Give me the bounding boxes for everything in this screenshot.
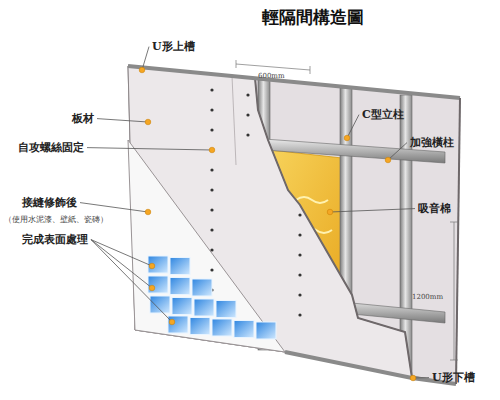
bottom-track [285,352,456,384]
leader-line [330,209,415,212]
tiles [148,256,276,339]
board-seam [232,76,236,165]
tile [170,278,190,295]
screw [210,88,213,91]
screw [210,248,213,251]
top-track [128,66,460,98]
part-label: 板材 [72,112,94,125]
callout-dot [169,319,175,325]
part-label: 自攻螺絲固定 [18,141,84,154]
tile [212,319,232,336]
callout-dot [344,135,350,141]
tile [192,279,212,296]
tile [172,298,192,315]
front-board [128,66,412,378]
screw [210,208,213,211]
board-cut-edge [255,78,412,378]
leader-line [347,115,359,138]
dimension-label: 600mm [258,72,285,80]
callout-dot [145,119,151,125]
screw [246,93,249,96]
screw [210,188,213,191]
tile [170,258,190,275]
tile [256,322,276,339]
note-label: （使用水泥漆、壁紙、瓷磚） [4,215,108,225]
tile [194,299,214,316]
part-label: C型立柱 [362,108,404,121]
screw [210,268,213,271]
tile [190,318,210,335]
screw [210,228,213,231]
screw [298,253,301,256]
part-label: 完成表面處理 [22,233,88,246]
callout-dot [209,147,215,153]
screw [298,293,301,296]
screw [246,133,249,136]
tile [148,276,168,293]
screw [210,128,213,131]
part-label: 加強橫柱 [410,136,454,149]
callout-dot [149,263,155,269]
leader-line [91,240,172,322]
tile [216,301,236,318]
screw [210,168,213,171]
tile [168,316,188,333]
callout-dot [327,209,333,215]
part-label: 吸音棉 [418,202,451,215]
callout-dot [145,209,151,215]
leader-line [80,203,148,212]
leader-line [87,148,212,150]
leader-line [142,47,149,70]
screw [210,108,213,111]
dimension-label: 1200mm [412,293,443,301]
screw [298,213,301,216]
callout-dot [139,67,145,73]
screw [298,233,301,236]
back-board [128,66,460,384]
title: 輕隔間構造圖 [262,6,364,29]
tile [234,321,254,338]
dimension-line [450,222,458,360]
tile [150,296,170,313]
leader-line [91,240,152,266]
screw [298,313,301,316]
part-label: 接縫修飾後 [22,196,77,209]
callout-dot [410,375,416,381]
tile [148,256,168,273]
dimension-line [236,60,310,74]
leader-line [97,119,148,122]
leader-line [388,143,407,160]
callout-dot [149,285,155,291]
screw [298,273,301,276]
screw [246,113,249,116]
board-edge [456,98,460,384]
screws [210,88,301,316]
leader-line [91,240,152,288]
part-label: U形上槽 [152,40,195,53]
callout-dot [385,157,391,163]
part-label: U形下槽 [432,371,475,384]
finish-layer [128,140,285,352]
